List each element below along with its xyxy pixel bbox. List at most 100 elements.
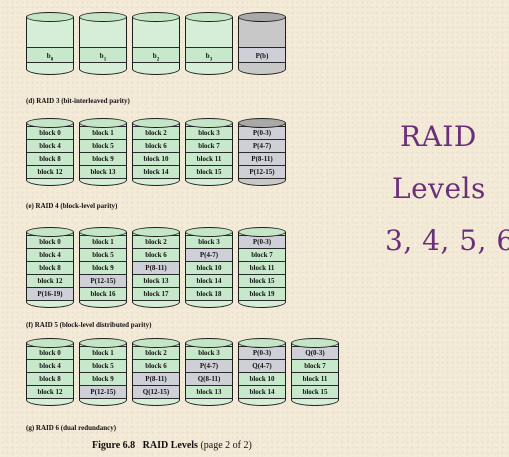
- data-block-cell: block 5: [80, 359, 126, 372]
- data-block-cell: block 10: [186, 261, 232, 274]
- data-block-cell: block 7: [239, 248, 285, 261]
- raid-level-caption: (d) RAID 3 (bit-interleaved parity): [26, 97, 130, 105]
- data-block-cell: block 5: [80, 139, 126, 152]
- disk-base: [80, 300, 126, 307]
- disk-cylinder: b2: [132, 12, 180, 76]
- disk-base: [133, 300, 179, 307]
- data-block-cell: block 11: [186, 152, 232, 165]
- disk-body: b0: [26, 17, 74, 75]
- disk-base: [186, 300, 232, 307]
- data-block-cell: block 15: [239, 274, 285, 287]
- raid-level-caption: (e) RAID 4 (block-level parity): [26, 202, 118, 210]
- parity-block-cell: Q(12-15): [133, 385, 179, 398]
- disk-cell: b0: [27, 47, 73, 63]
- parity-block-cell: P(4-7): [186, 359, 232, 372]
- data-block-cell: block 6: [133, 139, 179, 152]
- disk-top: [132, 12, 180, 22]
- disk-top: [132, 227, 180, 237]
- data-block-cell: block 9: [80, 152, 126, 165]
- data-block-cell: block 15: [292, 385, 338, 398]
- disk-cylinder: b1: [79, 12, 127, 76]
- data-block-cell: block 9: [80, 261, 126, 274]
- disk-base: [186, 178, 232, 185]
- disk-base: [133, 178, 179, 185]
- parity-block-cell: P(8-11): [239, 152, 285, 165]
- data-block-cell: block 14: [133, 165, 179, 178]
- side-title-levels: Levels: [392, 172, 486, 205]
- data-block-cell: block 4: [27, 248, 73, 261]
- disk-cylinder: P(0-3)P(4-7)P(8-11)P(12-15): [238, 118, 286, 187]
- data-block-cell: block 13: [80, 165, 126, 178]
- disk-body: b3: [185, 17, 233, 75]
- disk-top: [79, 118, 127, 128]
- disk-top: [132, 118, 180, 128]
- raid-level-caption: (f) RAID 5 (block-level distributed pari…: [26, 321, 152, 329]
- data-block-cell: block 15: [186, 165, 232, 178]
- disk-top: [238, 227, 286, 237]
- disk-top: [79, 227, 127, 237]
- data-block-cell: block 12: [27, 165, 73, 178]
- data-block-cell: block 4: [27, 359, 73, 372]
- parity-block-cell: P(8-11): [133, 261, 179, 274]
- data-block-cell: block 10: [133, 152, 179, 165]
- disk-cell: b2: [133, 47, 179, 63]
- disk-top: [185, 338, 233, 348]
- parity-block-cell: P(16-19): [27, 287, 73, 300]
- disk-top: [238, 338, 286, 348]
- disk-body: b2: [132, 17, 180, 75]
- disk-top: [185, 118, 233, 128]
- disk-cell: b1: [80, 47, 126, 63]
- parity-block-cell: P(12-15): [80, 274, 126, 287]
- disk-body: b1: [79, 17, 127, 75]
- figure-caption: Figure 6.8 RAID Levels (page 2 of 2): [92, 440, 252, 451]
- data-block-cell: block 12: [27, 274, 73, 287]
- figure-title: RAID Levels: [142, 440, 198, 451]
- disk-body: P(0-3)P(4-7)P(8-11)P(12-15): [238, 123, 286, 186]
- data-block-cell: block 6: [133, 248, 179, 261]
- data-block-cell: block 17: [133, 287, 179, 300]
- disk-base: [239, 178, 285, 185]
- parity-block-cell: Q(4-7): [239, 359, 285, 372]
- data-block-cell: block 19: [239, 287, 285, 300]
- disk-top: [132, 338, 180, 348]
- disk-base: [27, 300, 73, 307]
- data-block-cell: block 11: [239, 261, 285, 274]
- data-block-cell: block 11: [292, 372, 338, 385]
- disk-cylinder: b3: [185, 12, 233, 76]
- parity-block-cell: Q(8-11): [186, 372, 232, 385]
- disk-base: [186, 398, 232, 405]
- data-block-cell: block 14: [239, 385, 285, 398]
- parity-block-cell: P(8-11): [133, 372, 179, 385]
- parity-block-cell: P(4-7): [239, 139, 285, 152]
- figure-note: (page 2 of 2): [200, 440, 252, 451]
- data-block-cell: block 8: [27, 261, 73, 274]
- data-block-cell: block 5: [80, 248, 126, 261]
- parity-block-cell: P(4-7): [186, 248, 232, 261]
- disk-top: [238, 12, 286, 22]
- disk-cylinder: P(b): [238, 12, 286, 76]
- disk-base: [27, 178, 73, 185]
- disk-top: [26, 227, 74, 237]
